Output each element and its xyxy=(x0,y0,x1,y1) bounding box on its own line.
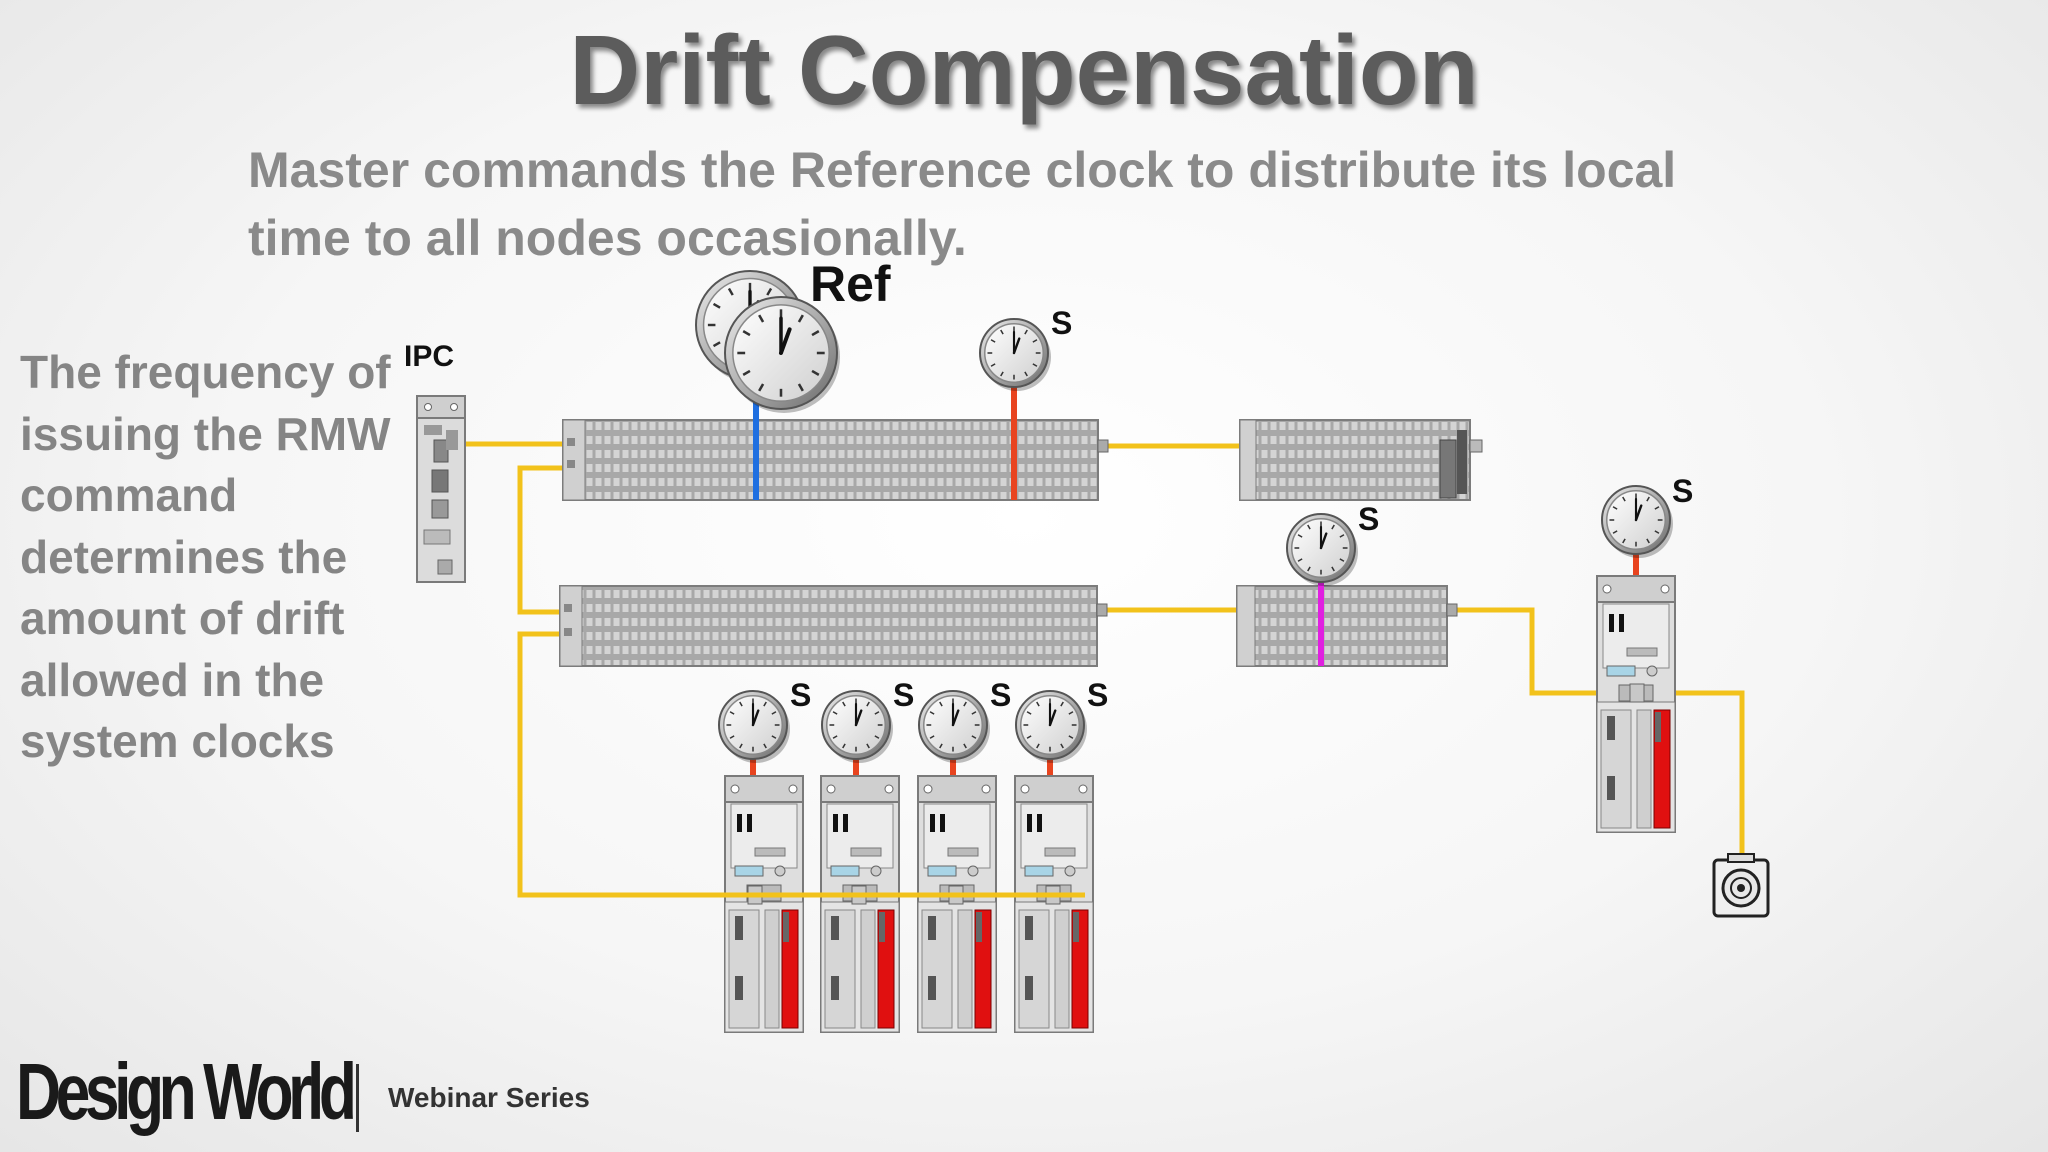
subtitle-line-2: time to all nodes occasionally. xyxy=(248,210,967,266)
slave-clock-icon xyxy=(1015,690,1087,763)
slave-clock-label: S xyxy=(1087,677,1108,713)
side-line: system clocks xyxy=(20,715,335,767)
side-line: allowed in the xyxy=(20,653,325,706)
slide-title: Drift Compensation xyxy=(569,15,1479,125)
clocks xyxy=(695,270,1673,763)
slave-clock-label: S xyxy=(990,677,1011,713)
slave-clock-icon xyxy=(1286,513,1358,586)
slave-clock-label: S xyxy=(1051,305,1072,341)
footer-divider xyxy=(356,1064,359,1132)
io-rack-4 xyxy=(1236,585,1458,667)
io-rack-3 xyxy=(559,585,1108,667)
ref-clock-label: Ref xyxy=(810,256,891,312)
side-note: The frequency of issuing the RMW command… xyxy=(20,342,400,773)
slave-clock-icon xyxy=(1601,485,1673,558)
slide-subtitle: Master commands the Reference clock to d… xyxy=(248,136,1808,272)
ethercat-cables xyxy=(464,441,1745,898)
slave-clock-icon xyxy=(918,690,990,763)
slave-clock-icon xyxy=(718,690,790,763)
io-rack-2 xyxy=(1239,419,1483,501)
slave-clock-label: S xyxy=(1672,473,1693,509)
servo-drive xyxy=(1596,575,1676,833)
io-rack-1 xyxy=(562,419,1109,501)
side-line: amount of drift xyxy=(20,592,345,644)
ref-clock-icon xyxy=(724,296,840,413)
side-line: command xyxy=(20,469,238,521)
slave-clock-label: S xyxy=(893,677,914,713)
webinar-series-label: Webinar Series xyxy=(388,1082,590,1113)
side-line: The frequency of xyxy=(20,346,391,398)
side-line: issuing the RMW xyxy=(20,407,391,460)
slave-clock-label: S xyxy=(1358,501,1379,537)
subtitle-line-1: Master commands the Reference clock to d… xyxy=(248,142,1677,198)
side-line: determines the xyxy=(20,530,348,583)
servo-drive xyxy=(724,775,804,1033)
servo-motor xyxy=(1712,853,1770,918)
brand-logo: Design World xyxy=(16,1047,357,1136)
slave-clock-label: S xyxy=(790,677,811,713)
ipc-device xyxy=(416,395,466,583)
ipc-label: IPC xyxy=(404,340,454,373)
slave-clock-icon xyxy=(821,690,893,763)
cable-to-coupler-2 xyxy=(517,465,570,615)
cable-io-to-drive xyxy=(1445,607,1745,858)
slave-clock-icon xyxy=(979,318,1051,391)
